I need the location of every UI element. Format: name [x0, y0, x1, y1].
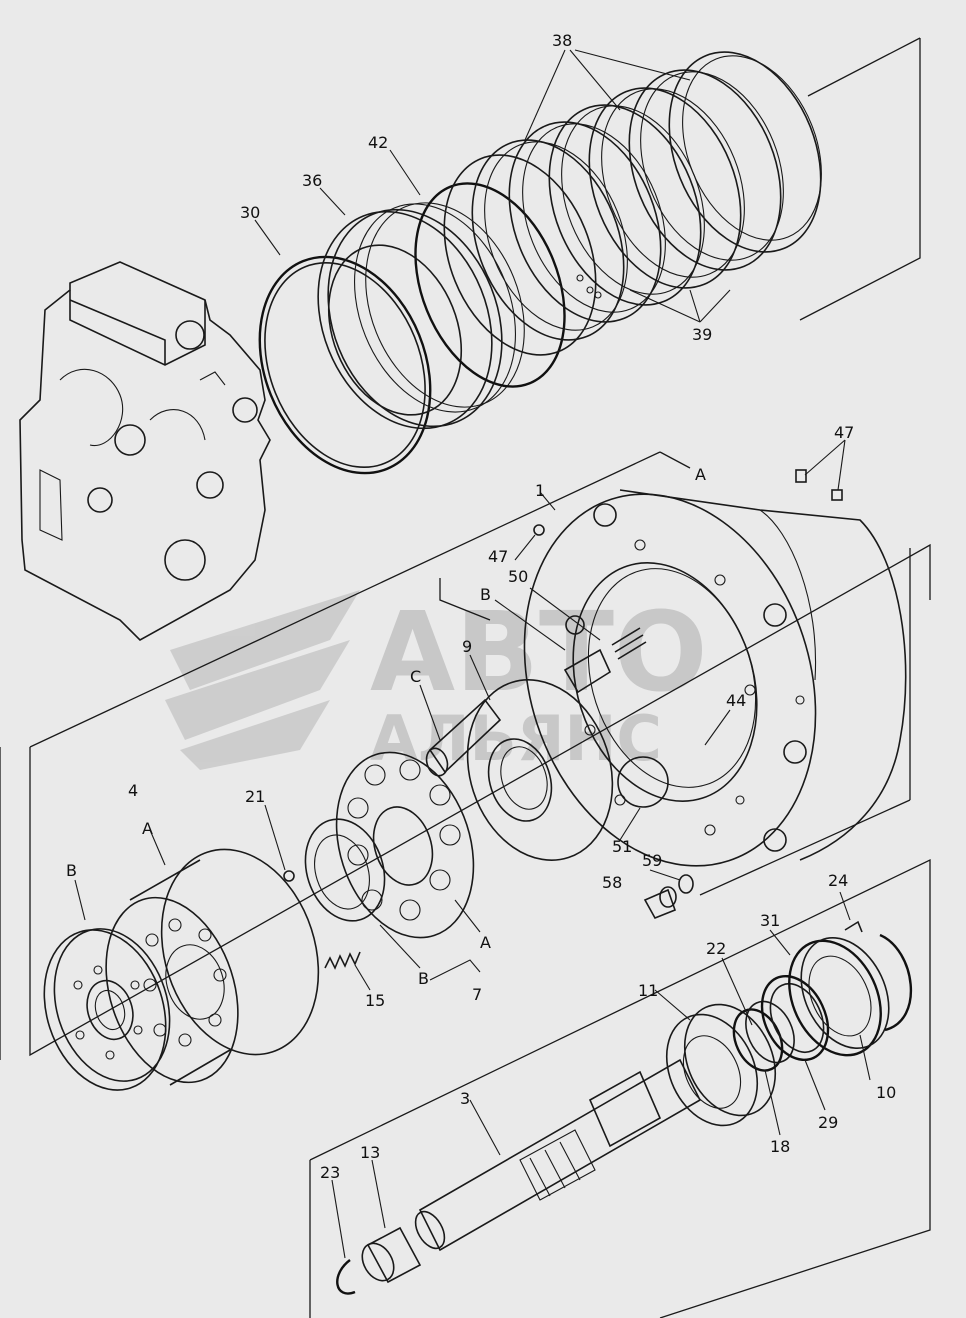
label-42: 42 [368, 133, 388, 152]
snap-ring-24 [844, 920, 913, 1032]
spring-15 [324, 951, 361, 970]
watermark-logo-icon [165, 590, 360, 770]
label-36: 36 [302, 171, 322, 190]
label-31: 31 [760, 911, 780, 930]
seal-ring-18-22 [732, 1000, 795, 1072]
swash-plate-9 [425, 627, 647, 861]
cylinder-block-4 [105, 848, 320, 1086]
group-frames [0, 37, 931, 1318]
label-11: 11 [638, 981, 658, 1000]
label-21: 21 [245, 787, 265, 806]
label-38: 38 [552, 31, 572, 50]
label-22: 22 [706, 939, 726, 958]
watermark: АВТО АЛЬЯНС [165, 588, 708, 775]
ball-51 [617, 756, 669, 808]
plug-58 [643, 886, 677, 920]
label-13: 13 [360, 1143, 380, 1162]
label-59: 59 [642, 851, 662, 870]
label-15: 15 [365, 991, 385, 1010]
snap-ring-23 [336, 1259, 356, 1295]
valve-plate-7 [304, 751, 475, 939]
collar-13 [361, 1226, 422, 1284]
retainer-plate-b [43, 928, 171, 1091]
label-10: 10 [876, 1083, 896, 1102]
label-51: 51 [612, 837, 632, 856]
part-labels: 38 42 36 30 39 47 A 1 47 50 B 9 C 44 51 … [66, 31, 896, 1182]
label-50: 50 [508, 567, 528, 586]
label-9: 9 [462, 637, 472, 656]
brake-piston-36 [317, 202, 525, 430]
drive-shaft-3 [414, 1058, 702, 1252]
screw-47 [533, 469, 843, 536]
pin-21 [283, 870, 295, 882]
label-58: 58 [602, 873, 622, 892]
label-1: 1 [535, 481, 545, 500]
label-a-block: A [142, 819, 153, 838]
label-c: C [410, 667, 421, 686]
label-44: 44 [726, 691, 746, 710]
label-30: 30 [240, 203, 260, 222]
valve-housing [19, 261, 271, 641]
watermark-line1: АВТО [370, 588, 708, 716]
label-3: 3 [460, 1089, 470, 1108]
label-7: 7 [472, 985, 482, 1004]
label-a-plate: A [480, 933, 491, 952]
label-47-left: 47 [488, 547, 508, 566]
o-ring-30 [258, 255, 432, 475]
label-24: 24 [828, 871, 848, 890]
label-39: 39 [692, 325, 712, 344]
label-23: 23 [320, 1163, 340, 1182]
cover-10-31 [788, 936, 890, 1057]
motor-casing-1 [523, 489, 907, 867]
label-47-top: 47 [834, 423, 854, 442]
label-4: 4 [128, 781, 138, 800]
leader-lines [74, 49, 871, 1259]
o-ring-42 [414, 182, 566, 388]
label-b-plate: B [418, 969, 429, 988]
friction-plates-38-39 [443, 51, 822, 356]
label-29: 29 [818, 1113, 838, 1132]
label-b-retainer: B [66, 861, 77, 880]
label-18: 18 [770, 1137, 790, 1156]
label-a-casing: A [695, 465, 706, 484]
oil-seal-29 [760, 974, 830, 1062]
label-b-casing: B [480, 585, 491, 604]
o-ring-59 [678, 874, 694, 894]
